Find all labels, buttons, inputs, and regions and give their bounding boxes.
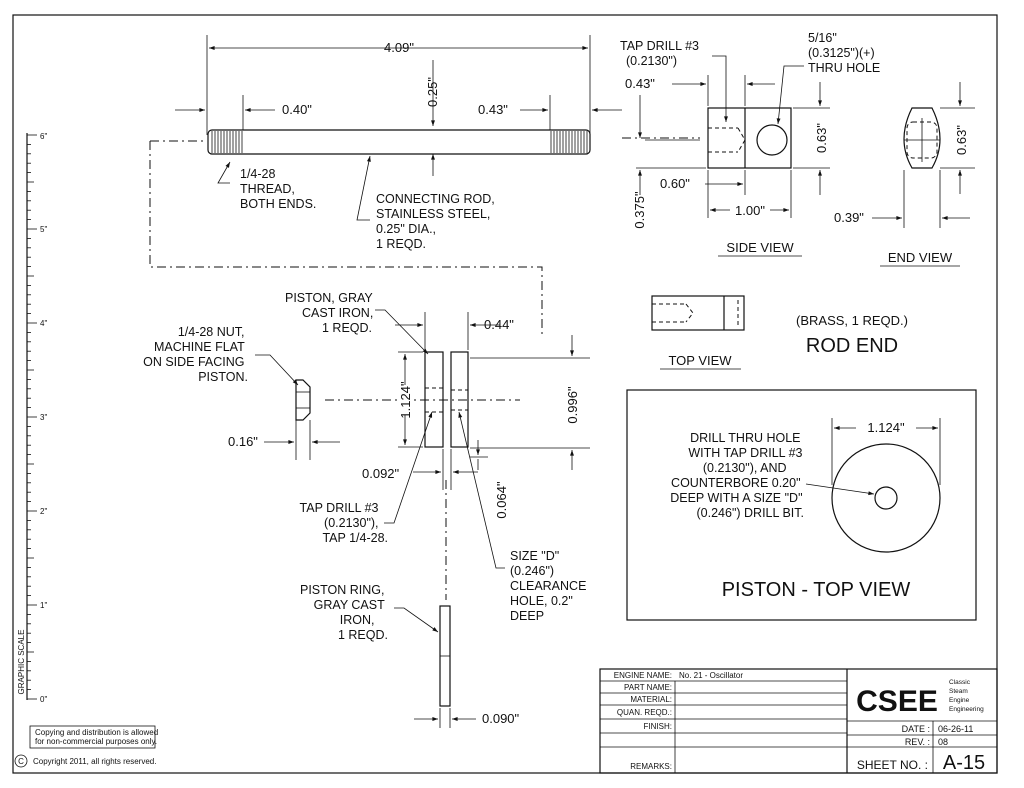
ring-dim-0090: 0.090": [482, 711, 520, 726]
rod-end-tap-note: TAP DRILL #3 (0.2130"): [620, 39, 702, 68]
piston-dim-0996: 0.996": [565, 386, 580, 424]
sheet-border: [12, 14, 998, 774]
top-view-label: TOP VIEW: [668, 353, 732, 368]
rod-dia-dim: 0.25": [425, 77, 440, 107]
title-block: ENGINE NAME: PART NAME: MATERIAL: QUAN. …: [599, 668, 998, 774]
copyright-text: Copyright 2011, all rights reserved.: [33, 757, 156, 766]
brass-note: (BRASS, 1 REQD.): [796, 313, 908, 328]
rod-end-side-view: TAP DRILL #3 (0.2130") 5/16" (0.3125")(+…: [620, 31, 880, 257]
scale-caption: GRAPHIC SCALE: [17, 630, 26, 695]
rod-end-dim-063-end: 0.63": [954, 125, 969, 155]
rod-end-dim-060: 0.60": [660, 176, 690, 191]
graphic-scale: 6" 5" 4" 3" 2" 1" 0" GRAPHIC SCALE: [17, 132, 47, 704]
rod-end-end-view: 0.63" 0.39" END VIEW: [834, 82, 975, 267]
scale-label-5: 5": [40, 225, 47, 234]
tb-label-remarks: REMARKS:: [630, 762, 672, 771]
piston-top-dim-1124: 1.124": [867, 420, 905, 435]
tb-label-engine: ENGINE NAME:: [614, 671, 672, 680]
drill-note: DRILL THRU HOLE WITH TAP DRILL #3 (0.213…: [670, 431, 806, 520]
rod-end-hole-note: 5/16" (0.3125")(+) THRU HOLE: [808, 31, 880, 75]
piston-top-view: 1.124" DRILL THRU HOLE WITH TAP DRILL #3…: [626, 389, 977, 621]
scale-label-6: 6": [40, 132, 47, 141]
scale-label-4: 4": [40, 319, 47, 328]
rod-end-dim-063-side: 0.63": [814, 123, 829, 153]
tb-label-quan: QUAN. REQD.:: [617, 708, 672, 717]
rod-end-dim-039: 0.39": [834, 210, 864, 225]
piston-note: PISTON, GRAY CAST IRON, 1 REQD.: [285, 291, 377, 335]
piston-tap-note: TAP DRILL #3 (0.2130"), TAP 1/4-28.: [300, 501, 388, 545]
rod-end-dim-043: 0.43": [625, 76, 655, 91]
scale-label-3: 3": [40, 413, 47, 422]
piston-dim-0064: 0.064": [494, 481, 509, 519]
scale-label-1: 1": [40, 601, 47, 610]
rod-left-thread-dim: 0.40": [282, 102, 312, 117]
tb-date-value: 06-26-11: [938, 724, 973, 734]
scale-label-2: 2": [40, 507, 47, 516]
rod-end-dim-100: 1.00": [735, 203, 765, 218]
rod-end-top-view: TOP VIEW (BRASS, 1 REQD.) ROD END: [651, 295, 908, 370]
csee-logo-words: Classic Steam Engine Engineering: [949, 679, 984, 713]
tb-sheet-label: SHEET NO. :: [857, 758, 928, 772]
copyright-symbol: C: [18, 757, 24, 766]
nut-note: 1/4-28 NUT, MACHINE FLAT ON SIDE FACING …: [143, 325, 248, 384]
tb-label-part: PART NAME:: [624, 683, 672, 692]
tb-rev-value: 08: [938, 737, 948, 747]
tb-label-material: MATERIAL:: [630, 695, 672, 704]
tb-label-finish: FINISH:: [644, 722, 672, 731]
piston-dim-0092: 0.092": [362, 466, 400, 481]
piston-top-hole: [874, 486, 898, 510]
rod-right-thread-dim: 0.43": [478, 102, 508, 117]
copy-note: Copying and distribution is allowed for …: [35, 728, 160, 746]
rod-note: CONNECTING ROD, STAINLESS STEEL, 0.25" D…: [376, 192, 498, 251]
tb-rev-label: REV. :: [905, 737, 930, 747]
end-view-label: END VIEW: [888, 250, 953, 265]
piston-top-title: PISTON - TOP VIEW: [722, 579, 911, 601]
scale-label-0: 0": [40, 695, 47, 704]
piston-view: PISTON, GRAY CAST IRON, 1 REQD. 0.44" 1.…: [143, 291, 590, 728]
rod-end-title: ROD END: [806, 335, 898, 357]
tb-engine-name: No. 21 - Oscillator: [679, 671, 743, 680]
piston-top-outline: [831, 443, 941, 553]
side-view-label: SIDE VIEW: [726, 240, 794, 255]
size-note: SIZE "D" (0.246") CLEARANCE HOLE, 0.2" D…: [510, 549, 590, 623]
connecting-rod-view: 4.09" 0.25" 0.40" 0.43" 1/4-28 THREAD, B…: [149, 35, 622, 335]
connecting-rod-body: [207, 129, 591, 155]
csee-logo: CSEE: [856, 685, 938, 718]
piston-dim-1124: 1.124": [398, 381, 413, 419]
rod-end-dim-0375: 0.375": [632, 191, 647, 229]
tb-sheet-value: A-15: [943, 752, 985, 774]
piston-dim-016: 0.16": [228, 434, 258, 449]
rod-overall-dim: 4.09": [384, 40, 414, 55]
tb-date-label: DATE :: [902, 724, 930, 734]
piston-dim-044: 0.44": [484, 317, 514, 332]
nut-shape: [295, 379, 311, 421]
footer-notes: Copying and distribution is allowed for …: [14, 725, 160, 768]
rod-thread-note: 1/4-28 THREAD, BOTH ENDS.: [240, 167, 316, 211]
ring-note: PISTON RING, GRAY CAST IRON, 1 REQD.: [300, 583, 388, 642]
